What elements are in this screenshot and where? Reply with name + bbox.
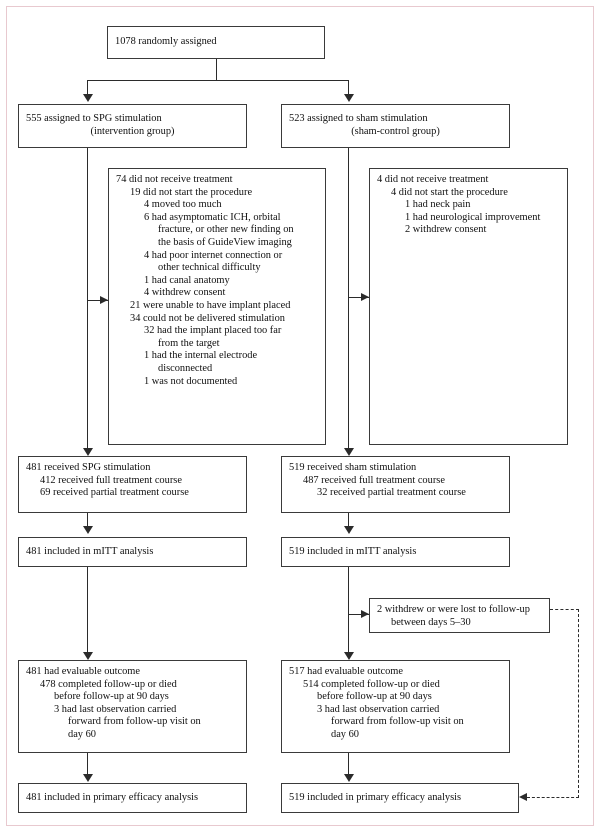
excl-right-line-4: 2 withdrew consent	[405, 224, 487, 236]
excl-left-line-15: disconnected	[158, 362, 213, 374]
outcome-left-line-3: 3 had last observation carried	[54, 703, 177, 715]
connector-left-outcome-to-efficacy	[87, 753, 88, 775]
received-right-line-2: 32 received partial treatment course	[317, 487, 466, 499]
excl-left-line-7: other technical difficulty	[158, 262, 261, 274]
arrow-to-received-left	[82, 448, 93, 456]
outcome-left-line-0: 481 had evaluable outcome	[26, 666, 140, 677]
box-allocation-intervention: 555 assigned to SPG stimulation (interve…	[18, 104, 247, 148]
outcome-left-line-5: day 60	[68, 728, 96, 740]
arrow-to-alloc-left	[82, 94, 93, 102]
arrow-to-exclusions-left	[100, 295, 108, 304]
box-mitt-sham: 519 included in mITT analysis	[281, 537, 510, 567]
arrow-to-alloc-right	[343, 94, 354, 102]
mitt-left-line-0: 481 included in mITT analysis	[26, 545, 154, 557]
received-right-line-1: 487 received full treatment course	[303, 474, 445, 486]
excl-left-line-5: the basis of GuideView imaging	[158, 236, 292, 248]
box-outcome-intervention: 481 had evaluable outcome 478 completed …	[18, 660, 247, 753]
outcome-left-line-1: 478 completed follow-up or died	[40, 678, 177, 690]
outcome-right-line-0: 517 had evaluable outcome	[289, 666, 403, 677]
dashed-connector-segment-bottom	[527, 797, 579, 798]
connector-right-outcome-to-efficacy	[348, 753, 349, 775]
connector-split-right-down	[348, 80, 349, 96]
box-received-intervention: 481 received SPG stimulation 412 receive…	[18, 456, 247, 513]
received-left-line-1: 412 received full treatment course	[40, 474, 182, 486]
dashed-connector-segment-right	[578, 609, 579, 798]
excl-left-line-2: 4 moved too much	[144, 199, 222, 211]
arrow-to-efficacy-left	[82, 774, 93, 782]
excl-left-line-14: 1 had the internal electrode	[144, 350, 258, 362]
outcome-right-line-2: before follow-up at 90 days	[317, 691, 432, 703]
alloc-right-line-0: 523 assigned to sham stimulation	[289, 113, 428, 125]
arrow-to-efficacy-right	[343, 774, 354, 782]
withdrew-line-0: 2 withdrew or were lost to follow-up	[377, 604, 530, 615]
connector-enrollment-down	[216, 59, 217, 80]
connector-right-received-to-mitt	[348, 513, 349, 527]
box-exclusions-sham: 4 did not receive treatment 4 did not st…	[369, 168, 568, 445]
alloc-left-line-1: (intervention group)	[90, 126, 175, 137]
box-efficacy-intervention: 481 included in primary efficacy analysi…	[18, 783, 247, 813]
box-enrollment: 1078 randomly assigned	[107, 26, 325, 59]
arrow-to-withdrew-box	[361, 609, 369, 618]
excl-right-line-0: 4 did not receive treatment	[377, 174, 489, 185]
box-exclusions-intervention: 74 did not receive treatment 19 did not …	[108, 168, 326, 445]
arrow-to-received-right	[343, 448, 354, 456]
outcome-right-line-3: 3 had last observation carried	[317, 703, 440, 715]
excl-right-line-2: 1 had neck pain	[405, 199, 471, 211]
connector-left-alloc-to-received	[87, 148, 88, 454]
arrow-to-exclusions-right	[361, 292, 369, 301]
excl-left-line-6: 4 had poor internet connection or	[144, 249, 283, 261]
excl-left-line-13: from the target	[158, 337, 220, 349]
received-left-line-2: 69 received partial treatment course	[40, 487, 189, 499]
efficacy-left-line-0: 481 included in primary efficacy analysi…	[26, 791, 199, 803]
received-left-line-0: 481 received SPG stimulation	[26, 462, 151, 473]
withdrew-line-1: between days 5–30	[391, 616, 471, 628]
efficacy-right-line-0: 519 included in primary efficacy analysi…	[289, 791, 462, 803]
box-received-sham: 519 received sham stimulation 487 receiv…	[281, 456, 510, 513]
dashed-connector-segment-top	[550, 609, 579, 610]
box-allocation-sham: 523 assigned to sham stimulation (sham-c…	[281, 104, 510, 148]
outcome-right-line-5: day 60	[331, 728, 359, 740]
arrow-dashed-into-efficacy-sham	[519, 792, 527, 801]
arrow-to-mitt-right	[343, 526, 354, 534]
arrow-to-outcome-left	[82, 652, 93, 660]
connector-split-horizontal	[87, 80, 348, 81]
connector-left-mitt-to-outcome	[87, 567, 88, 657]
connector-right-to-withdrew	[348, 614, 369, 615]
outcome-left-line-2: before follow-up at 90 days	[54, 691, 169, 703]
alloc-right-line-1: (sham-control group)	[351, 126, 440, 137]
excl-left-line-12: 32 had the implant placed too far	[144, 325, 282, 337]
connector-right-alloc-to-received	[348, 148, 349, 454]
arrow-to-mitt-left	[82, 526, 93, 534]
enrollment-line-0: 1078 randomly assigned	[115, 36, 217, 48]
excl-left-line-1: 19 did not start the procedure	[130, 186, 253, 198]
excl-left-line-16: 1 was not documented	[144, 375, 238, 387]
connector-split-left-down	[87, 80, 88, 96]
excl-left-line-3: 6 had asymptomatic ICH, orbital	[144, 211, 281, 223]
excl-left-line-4: fracture, or other new finding on	[158, 224, 294, 236]
outcome-right-line-4: forward from follow-up visit on	[331, 716, 464, 728]
box-outcome-sham: 517 had evaluable outcome 514 completed …	[281, 660, 510, 753]
mitt-right-line-0: 519 included in mITT analysis	[289, 545, 417, 557]
excl-left-line-11: 34 could not be delivered stimulation	[130, 312, 285, 324]
excl-left-line-0: 74 did not receive treatment	[116, 174, 233, 185]
outcome-right-line-1: 514 completed follow-up or died	[303, 678, 440, 690]
box-withdrew-lost-followup: 2 withdrew or were lost to follow-up bet…	[369, 598, 550, 633]
excl-right-line-1: 4 did not start the procedure	[391, 186, 508, 198]
connector-left-to-exclusions	[87, 300, 108, 301]
excl-left-line-9: 4 withdrew consent	[144, 287, 226, 299]
received-right-line-0: 519 received sham stimulation	[289, 462, 417, 473]
connector-left-received-to-mitt	[87, 513, 88, 527]
connector-right-mitt-to-outcome	[348, 567, 349, 657]
box-efficacy-sham: 519 included in primary efficacy analysi…	[281, 783, 519, 813]
excl-left-line-8: 1 had canal anatomy	[144, 274, 230, 286]
outcome-left-line-4: forward from follow-up visit on	[68, 716, 201, 728]
alloc-left-line-0: 555 assigned to SPG stimulation	[26, 113, 162, 125]
arrow-to-outcome-right	[343, 652, 354, 660]
connector-right-to-exclusions	[348, 297, 369, 298]
excl-left-line-10: 21 were unable to have implant placed	[130, 299, 291, 311]
excl-right-line-3: 1 had neurological improvement	[405, 211, 541, 223]
box-mitt-intervention: 481 included in mITT analysis	[18, 537, 247, 567]
